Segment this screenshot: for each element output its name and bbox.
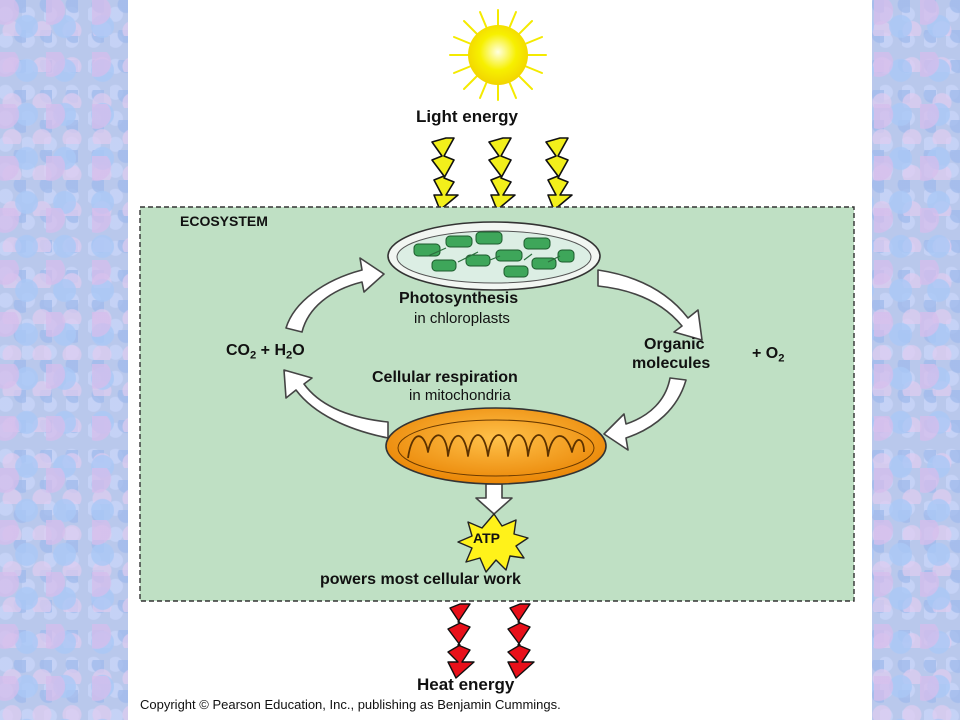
o2-label: + O2 — [752, 346, 784, 365]
o2-subscript: 2 — [778, 352, 785, 365]
copyright-text: Copyright © Pearson Education, Inc., pub… — [140, 697, 561, 712]
diagram-panel: Light energy ECOSYSTEM Photosynthesis in… — [128, 0, 872, 720]
organic-label-line2: molecules — [632, 355, 711, 372]
co2-subscript: 2 — [250, 349, 257, 362]
arrow-to-photosynthesis — [285, 257, 385, 333]
powers-work-label: powers most cellular work — [320, 571, 521, 588]
sun-icon — [449, 9, 547, 101]
photosynthesis-title: Photosynthesis — [399, 290, 519, 307]
heat-bolt-2 — [507, 603, 535, 679]
atp-burst-icon — [457, 513, 529, 573]
respiration-subtitle: in mitochondria — [409, 387, 511, 404]
respiration-title: Cellular respiration — [372, 369, 518, 386]
photosynthesis-subtitle: in chloroplasts — [414, 310, 510, 327]
h2o-tail: O — [292, 342, 305, 359]
heat-energy-label: Heat energy — [417, 675, 515, 694]
chloroplast-icon — [387, 221, 601, 291]
light-energy-bolts — [431, 137, 573, 211]
ecosystem-label: ECOSYSTEM — [180, 213, 268, 229]
light-energy-label: Light energy — [416, 107, 519, 126]
organic-label-line1: Organic — [644, 336, 705, 353]
energy-flow-diagram — [139, 9, 855, 679]
cycle-arrows — [283, 257, 703, 515]
h2o-subscript: 2 — [286, 349, 293, 362]
plus-sign: + — [256, 342, 275, 359]
o2-text: + O — [752, 345, 779, 362]
h2o-text: H — [274, 342, 287, 359]
arrow-to-atp — [475, 483, 513, 515]
heat-energy-bolts — [447, 603, 535, 679]
mitochondrion-icon — [385, 407, 607, 485]
arrow-from-respiration — [283, 369, 389, 439]
arrow-to-respiration — [603, 377, 687, 451]
co2-text: CO — [226, 342, 250, 359]
light-bolt-3 — [545, 137, 573, 211]
arrow-from-photosynthesis — [597, 269, 703, 341]
atp-label: ATP — [473, 530, 500, 546]
heat-bolt-1 — [447, 603, 475, 679]
co2-h2o-label: CO2 + H2O — [226, 343, 305, 362]
light-bolt-1 — [431, 137, 459, 211]
light-bolt-2 — [488, 137, 516, 211]
